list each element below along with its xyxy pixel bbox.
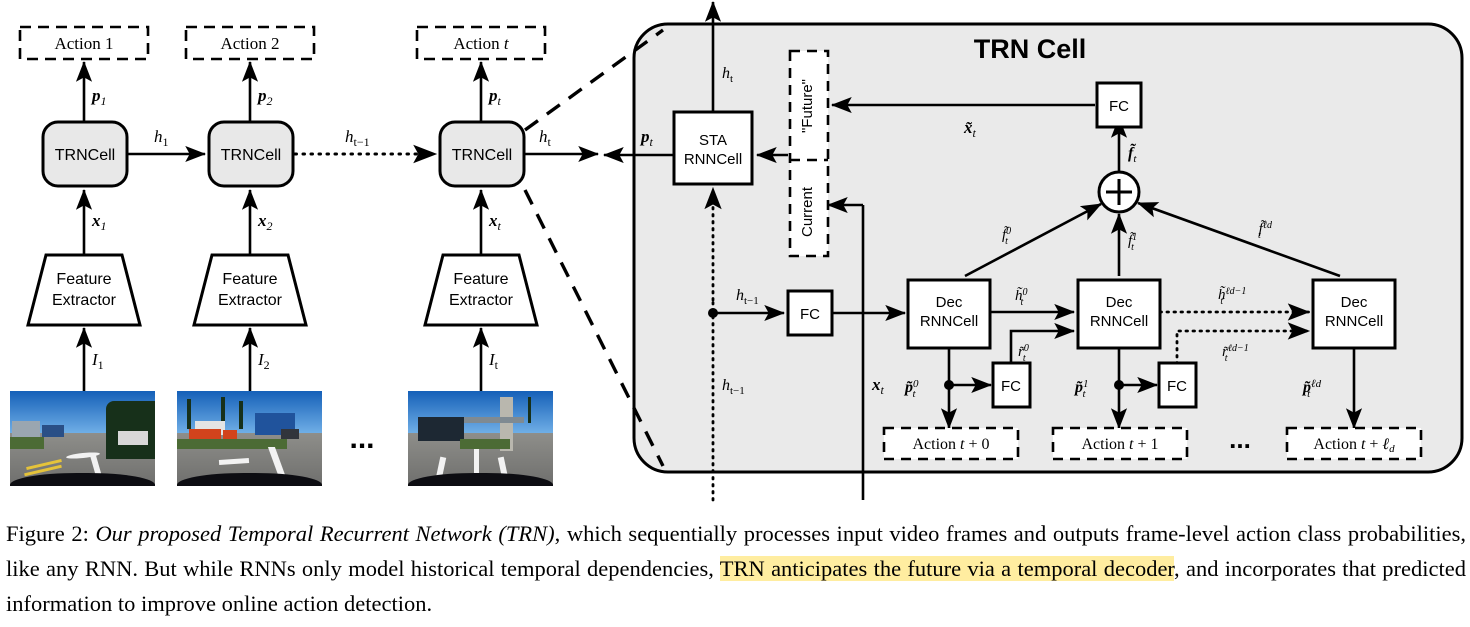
trn-cell-title: TRN Cell: [974, 34, 1087, 64]
feature-extractor-label-3b: Extractor: [449, 292, 514, 309]
label-ht-internal: ht: [722, 65, 733, 85]
trn-action-label-1: Action t + 1: [1081, 436, 1158, 453]
dec-rnncell-box-1: Dec RNNCell: [1076, 278, 1162, 350]
unrolled-action-label-2: Action 2: [220, 34, 279, 53]
feature-extractor-label-3a: Feature: [453, 271, 508, 288]
diagram-canvas: Action 1 Action 2 Action t p1 p2 pt TRNC…: [18, 0, 1464, 502]
figure-caption: Figure 2: Our proposed Temporal Recurren…: [6, 516, 1466, 621]
feature-extractor-1: Feature Extractor: [26, 253, 142, 327]
label-p2: p2: [256, 86, 273, 108]
label-It: It: [488, 350, 499, 372]
dec-rnncell-label-0b: RNNCell: [920, 313, 978, 330]
memory-box: "Future" Current: [788, 49, 830, 258]
zoom-connector-top: [524, 28, 664, 132]
label-p1: p1: [90, 86, 107, 108]
label-I1: I1: [91, 350, 104, 372]
trn-action-box-1: Action t + 1: [1051, 426, 1189, 461]
caption-prefix: Figure 2:: [6, 521, 89, 546]
label-x2: x2: [257, 211, 273, 233]
arrow-f0-to-sum: [964, 202, 1102, 278]
sta-rnncell-box: STA RNNCell: [672, 110, 754, 186]
feature-extractor-label-2b: Extractor: [218, 292, 283, 309]
label-x1: x1: [91, 211, 107, 233]
memory-label-future: "Future": [799, 79, 816, 133]
sta-rnncell-label-2: RNNCell: [684, 151, 742, 168]
dec-rnncell-label-2b: RNNCell: [1325, 313, 1383, 330]
trncell-label-2: TRNCell: [221, 147, 281, 164]
trn-action-label-2: Action t + ℓd: [1313, 436, 1395, 455]
unrolled-action-label-3: Action t: [453, 34, 510, 53]
dec-fc-label-1: FC: [1167, 378, 1187, 395]
label-ht-1: ht−1: [345, 127, 370, 149]
trncell-box-1: TRNCell: [41, 120, 129, 188]
video-frame-1: [10, 391, 155, 486]
feature-extractor-label-1b: Extractor: [52, 292, 117, 309]
arrow-fld-to-sum: [1137, 201, 1341, 278]
trncell-label-1: TRNCell: [55, 147, 115, 164]
dec-rnncell-box-2: Dec RNNCell: [1311, 278, 1397, 350]
dec-rnncell-box-0: Dec RNNCell: [906, 278, 992, 350]
fc-top-label: FC: [1109, 98, 1129, 115]
fc-top-box: FC: [1095, 81, 1143, 129]
caption-part1: , which sequentially processes input vid…: [6, 521, 1466, 581]
sum-node: [1097, 170, 1141, 214]
trncell-box-3: TRNCell: [438, 120, 526, 188]
dec-fc-label-0: FC: [1001, 378, 1021, 395]
caption-italic: Our proposed Temporal Recurrent Network …: [95, 521, 555, 546]
label-xt-left: xt: [488, 211, 502, 233]
label-pt: pt: [487, 86, 502, 108]
feature-extractor-label-2a: Feature: [222, 271, 277, 288]
label-f-tilde: f̃t: [1128, 142, 1137, 165]
dec-rnncell-label-2a: Dec: [1341, 294, 1368, 311]
trn-action-ellipsis: ...: [1229, 424, 1251, 454]
feature-extractor-3: Feature Extractor: [423, 253, 539, 327]
dec-fc-box-0: FC: [991, 361, 1032, 409]
memory-label-current: Current: [799, 186, 816, 237]
unrolled-action-box-2: Action 2: [184, 25, 316, 61]
trncell-label-3: TRNCell: [452, 147, 512, 164]
label-h1: h1: [154, 127, 169, 149]
unrolled-action-label-1: Action 1: [54, 34, 113, 53]
trncell-box-2: TRNCell: [207, 120, 295, 188]
dec-rnncell-label-1b: RNNCell: [1090, 313, 1148, 330]
trn-action-box-0: Action t + 0: [882, 426, 1020, 461]
frames-ellipsis: ...: [349, 422, 374, 455]
fc-left-label: FC: [800, 306, 820, 323]
video-frame-2: [177, 391, 322, 486]
sta-rnncell-label-1: STA: [699, 132, 727, 149]
trn-action-label-0: Action t + 0: [912, 436, 989, 453]
dec-rnncell-label-1a: Dec: [1106, 294, 1133, 311]
unrolled-action-box-1: Action 1: [18, 25, 150, 61]
video-frame-3: [408, 391, 553, 486]
unrolled-action-box-3: Action t: [415, 25, 547, 61]
caption-highlight: TRN anticipates the future via a tempora…: [719, 556, 1175, 581]
label-ht: ht: [539, 127, 552, 149]
dec-rnncell-label-0a: Dec: [936, 294, 963, 311]
fc-left-box: FC: [786, 289, 834, 337]
zoom-connector-bottom: [523, 189, 665, 467]
dec-fc-box-1: FC: [1157, 361, 1198, 409]
trn-cell-panel: [632, 22, 1464, 474]
caption-part2: , and incorporates that predicted inform…: [6, 556, 1466, 616]
label-I2: I2: [257, 350, 270, 372]
feature-extractor-2: Feature Extractor: [192, 253, 308, 327]
trn-action-box-2: Action t + ℓd: [1285, 426, 1423, 461]
feature-extractor-label-1a: Feature: [56, 271, 111, 288]
